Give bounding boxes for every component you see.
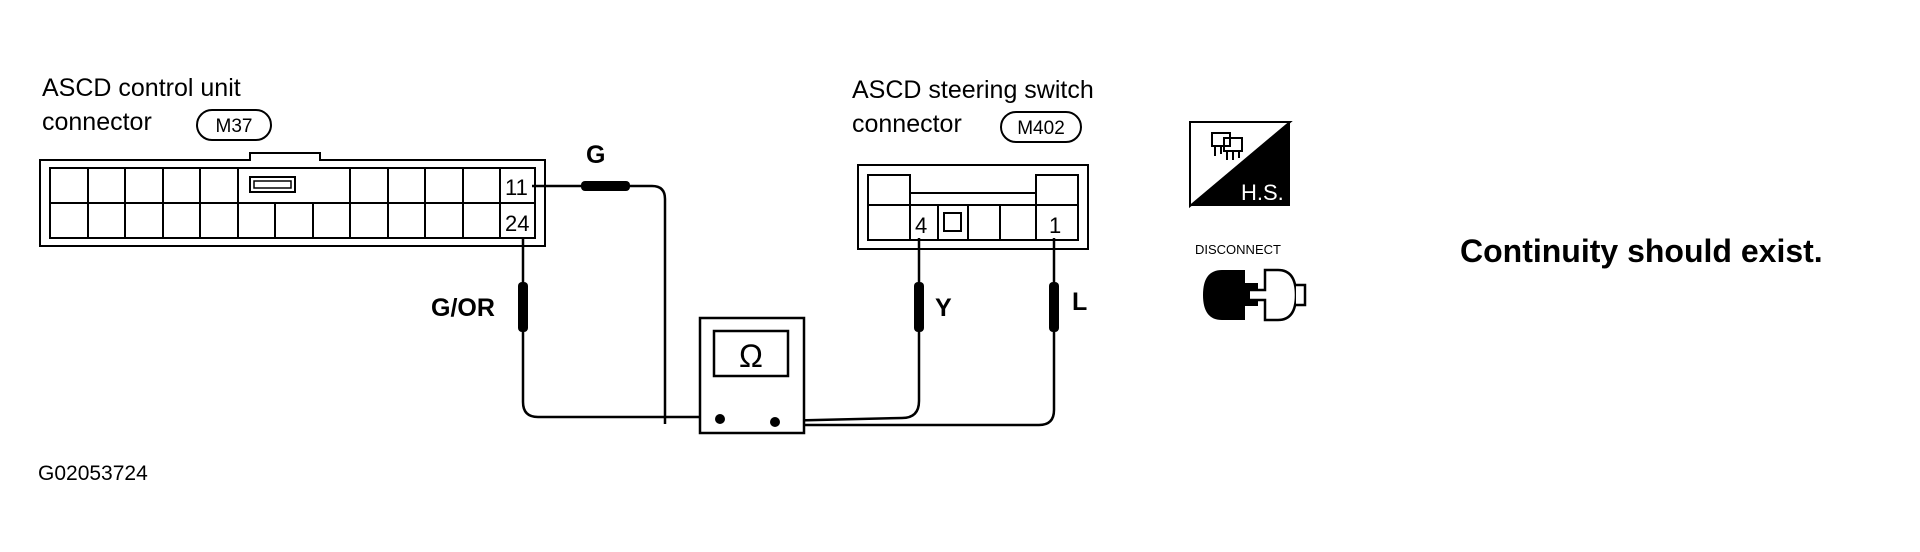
result-text: Continuity should exist. bbox=[1460, 233, 1823, 269]
left-connector-title-line2: connector bbox=[42, 108, 152, 136]
left-connector-title-line1: ASCD control unit bbox=[42, 74, 241, 102]
probe-y bbox=[914, 282, 924, 332]
left-connector-code: M37 bbox=[216, 116, 253, 137]
wire-label-g: G bbox=[586, 141, 605, 169]
probe-l bbox=[1049, 282, 1059, 332]
right-connector-body bbox=[857, 164, 1089, 250]
wire-label-l: L bbox=[1072, 288, 1087, 316]
right-pin-4: 4 bbox=[915, 213, 927, 238]
probe-g bbox=[581, 181, 630, 191]
disconnect-label: DISCONNECT bbox=[1195, 242, 1281, 257]
hand-switch-icon bbox=[1189, 121, 1293, 209]
disconnect-icon bbox=[1203, 268, 1307, 322]
wire-label-g-or: G/OR bbox=[431, 294, 495, 322]
right-connector-code: M402 bbox=[1017, 118, 1065, 139]
right-connector-title-line2: connector bbox=[852, 110, 962, 138]
left-pin-11: 11 bbox=[505, 175, 528, 200]
probe-g-or bbox=[518, 282, 528, 332]
hs-label: H.S. bbox=[1241, 180, 1284, 205]
left-connector-code-badge bbox=[196, 109, 272, 141]
left-pin-24: 24 bbox=[505, 211, 529, 236]
left-connector-body bbox=[39, 152, 546, 247]
wire-label-y: Y bbox=[935, 294, 952, 322]
right-pin-1: 1 bbox=[1049, 213, 1061, 238]
right-connector-code-badge bbox=[1000, 111, 1082, 143]
ohmmeter bbox=[698, 316, 806, 435]
figure-id: G02053724 bbox=[38, 462, 148, 485]
right-connector-title-line1: ASCD steering switch bbox=[852, 76, 1094, 104]
ohm-symbol: Ω bbox=[739, 338, 763, 374]
probe-wires bbox=[521, 184, 1056, 427]
